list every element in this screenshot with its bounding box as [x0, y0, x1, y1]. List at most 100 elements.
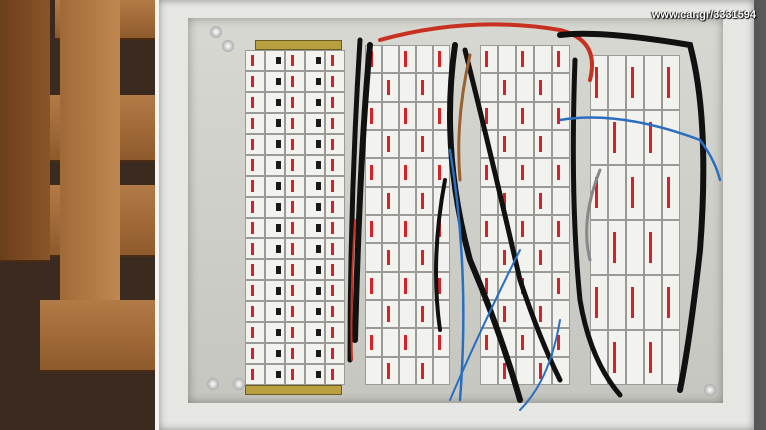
- circuit-breaker: [662, 165, 680, 220]
- circuit-breaker: [382, 328, 399, 357]
- circuit-breaker: [245, 301, 265, 323]
- circuit-breaker: [552, 45, 570, 74]
- circuit-breaker: [245, 91, 265, 113]
- circuit-breaker: [534, 130, 552, 159]
- circuit-breaker: [305, 70, 325, 92]
- circuit-breaker: [480, 215, 498, 244]
- circuit-breaker: [245, 133, 265, 155]
- circuit-breaker: [382, 243, 399, 272]
- circuit-breaker: [644, 275, 662, 330]
- circuit-breaker: [382, 73, 399, 102]
- circuit-breaker: [305, 133, 325, 155]
- circuit-breaker: [590, 275, 608, 330]
- circuit-breaker: [382, 300, 399, 329]
- circuit-breaker: [552, 101, 570, 130]
- circuit-breaker: [305, 50, 325, 71]
- circuit-breaker: [245, 343, 265, 365]
- circuit-breaker: [608, 330, 626, 385]
- circuit-breaker: [516, 186, 534, 215]
- circuit-breaker: [285, 196, 305, 218]
- circuit-breaker: [416, 130, 433, 159]
- circuit-breaker: [265, 196, 285, 218]
- circuit-breaker: [534, 186, 552, 215]
- circuit-breaker: [516, 130, 534, 159]
- circuit-breaker: [245, 238, 265, 260]
- circuit-breaker: [416, 328, 433, 357]
- circuit-breaker: [498, 271, 516, 300]
- circuit-breaker: [265, 238, 285, 260]
- circuit-breaker: [608, 165, 626, 220]
- circuit-breaker: [416, 300, 433, 329]
- circuit-breaker: [365, 215, 382, 244]
- circuit-breaker: [305, 196, 325, 218]
- circuit-breaker: [498, 101, 516, 130]
- circuit-breaker: [325, 217, 345, 239]
- circuit-breaker: [626, 165, 644, 220]
- circuit-breaker: [399, 158, 416, 187]
- circuit-breaker: [325, 175, 345, 197]
- circuit-breaker: [534, 243, 552, 272]
- circuit-breaker: [416, 101, 433, 130]
- circuit-breaker: [416, 186, 433, 215]
- circuit-breaker: [245, 175, 265, 197]
- circuit-breaker: [516, 215, 534, 244]
- circuit-breaker: [285, 301, 305, 323]
- circuit-breaker: [416, 73, 433, 102]
- circuit-breaker: [265, 217, 285, 239]
- circuit-breaker: [644, 330, 662, 385]
- circuit-breaker: [325, 364, 345, 385]
- circuit-breaker: [325, 238, 345, 260]
- circuit-breaker: [285, 259, 305, 281]
- circuit-breaker: [325, 259, 345, 281]
- circuit-breaker: [325, 343, 345, 365]
- screw: [207, 378, 219, 390]
- screw: [704, 384, 716, 396]
- circuit-breaker: [480, 45, 498, 74]
- circuit-breaker: [305, 259, 325, 281]
- circuit-breaker: [245, 217, 265, 239]
- circuit-breaker: [626, 275, 644, 330]
- circuit-breaker: [416, 45, 433, 74]
- circuit-breaker: [325, 70, 345, 92]
- circuit-breaker: [265, 70, 285, 92]
- circuit-breaker: [382, 271, 399, 300]
- circuit-breaker: [305, 280, 325, 302]
- circuit-breaker: [552, 158, 570, 187]
- circuit-breaker: [245, 196, 265, 218]
- circuit-breaker: [608, 55, 626, 110]
- circuit-breaker: [534, 158, 552, 187]
- circuit-breaker: [662, 55, 680, 110]
- circuit-breaker: [325, 301, 345, 323]
- circuit-breaker: [433, 45, 450, 74]
- circuit-breaker: [480, 328, 498, 357]
- circuit-breaker: [265, 91, 285, 113]
- circuit-breaker: [245, 364, 265, 385]
- circuit-breaker: [265, 259, 285, 281]
- circuit-breaker: [416, 158, 433, 187]
- circuit-breaker: [480, 186, 498, 215]
- circuit-breaker: [534, 45, 552, 74]
- circuit-breaker: [552, 130, 570, 159]
- circuit-breaker: [382, 186, 399, 215]
- circuit-breaker: [305, 364, 325, 385]
- circuit-breaker: [305, 322, 325, 344]
- circuit-breaker: [498, 73, 516, 102]
- circuit-breaker: [245, 259, 265, 281]
- circuit-breaker: [498, 130, 516, 159]
- circuit-breaker: [516, 328, 534, 357]
- circuit-breaker: [534, 215, 552, 244]
- circuit-breaker: [382, 356, 399, 385]
- circuit-breaker: [552, 186, 570, 215]
- circuit-breaker: [644, 220, 662, 275]
- circuit-breaker: [305, 112, 325, 134]
- busbar-top: [255, 40, 342, 50]
- circuit-breaker: [480, 243, 498, 272]
- circuit-breaker: [325, 322, 345, 344]
- circuit-breaker: [265, 280, 285, 302]
- circuit-breaker: [416, 243, 433, 272]
- circuit-breaker: [662, 220, 680, 275]
- circuit-breaker: [399, 271, 416, 300]
- circuit-breaker: [590, 110, 608, 165]
- circuit-breaker: [662, 275, 680, 330]
